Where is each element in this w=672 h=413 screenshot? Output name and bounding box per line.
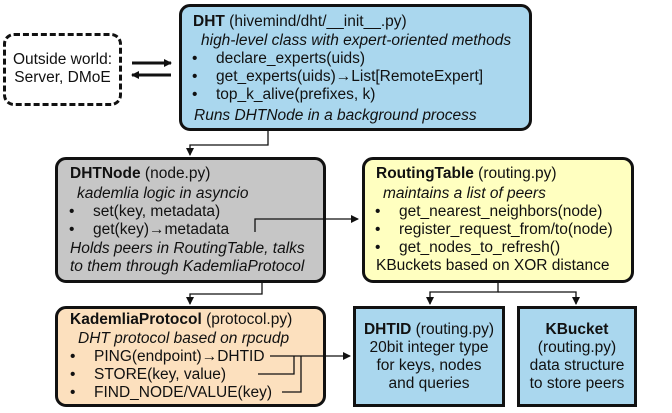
dhtnode-item-get: get(key)→metadata [69,221,229,239]
dhtid-title: DHTID (routing.py) [356,321,502,339]
routing-table-title: RoutingTable (routing.py) [376,165,557,183]
kbucket-line1: (routing.py) [537,339,617,356]
dhtnode-item-set: set(key, metadata) [69,203,220,221]
dhtid-box [353,306,505,407]
dht-item-get-experts: get_experts(uids)→List[RemoteExpert] [192,68,483,86]
dht-desc: high-level class with expert-oriented me… [201,32,512,49]
dhtid-line2: for keys, nodes [376,357,482,374]
routing-table-item-register-request: register_request_from/to(node) [375,221,613,239]
kademlia-protocol-title: KademliaProtocol (protocol.py) [70,311,292,329]
kademlia-protocol-name: KademliaProtocol [70,311,202,328]
dht-file: (hivemind/dht/__init__.py) [224,13,407,30]
kademlia-item-find-node-value: FIND_NODE/VALUE(key) [70,384,272,402]
routing-table-item-nearest-neighbors: get_nearest_neighbors(node) [375,203,602,221]
dhtid-file: (routing.py) [411,321,495,338]
dhtnode-footer-line1: Holds peers in RoutingTable, talks [70,240,305,257]
kademlia-item-ping: PING(endpoint)→DHTID [70,348,264,366]
dhtnode-file: (node.py) [140,165,211,182]
dht-name: DHT [193,13,225,30]
kademlia-protocol-file: (protocol.py) [201,311,293,328]
dhtid-name: DHTID [363,321,412,338]
kademlia-protocol-desc: DHT protocol based on rpcudp [78,330,290,347]
outside-world-line2: Server, DMoE [14,69,111,86]
kbucket-line3: to store peers [529,375,625,392]
link-store-to-dhtid [258,356,295,375]
routing-table-footer: KBuckets based on XOR distance [376,257,610,274]
routing-table-desc: maintains a list of peers [383,185,546,202]
dht-title: DHT (hivemind/dht/__init__.py) [193,13,407,31]
arrow-dhtnode-to-kademlia [186,283,263,305]
dhtnode-title: DHTNode (node.py) [70,165,210,183]
dhtnode-desc: kademlia logic in asyncio [77,185,249,202]
kbucket-line2: data structure [529,357,625,374]
dht-item-top-k-alive: top_k_alive(prefixes, k) [192,86,375,104]
kbucket-name: KBucket [545,321,609,338]
dhtnode-name: DHTNode [70,165,141,182]
dhtid-line3: and queries [388,375,470,392]
arrow-routing-table-to-kbucket [498,291,580,305]
dht-item-declare-experts: declare_experts(uids) [192,50,365,68]
dht-footer: Runs DHTNode in a background process [194,107,477,124]
arrow-dhtnode-to-routing-table [254,215,359,232]
dhtid-line1: 20bit integer type [369,339,489,356]
routing-table-name: RoutingTable [376,165,474,182]
dhtnode-footer-line2: to them through KademliaProtocol [70,258,305,275]
kbucket-box [517,306,637,407]
outside-world-line1: Outside world: [12,51,113,68]
arrow-dht-to-dhtnode [186,131,269,156]
arrow-routing-table-branch [426,283,499,305]
link-find-node-to-dhtid [282,356,302,393]
routing-table-item-nodes-to-refresh: get_nodes_to_refresh() [375,239,560,257]
kademlia-item-store: STORE(key, value) [70,366,226,384]
outside-world-box [3,33,122,106]
routing-table-file: (routing.py) [473,165,557,182]
